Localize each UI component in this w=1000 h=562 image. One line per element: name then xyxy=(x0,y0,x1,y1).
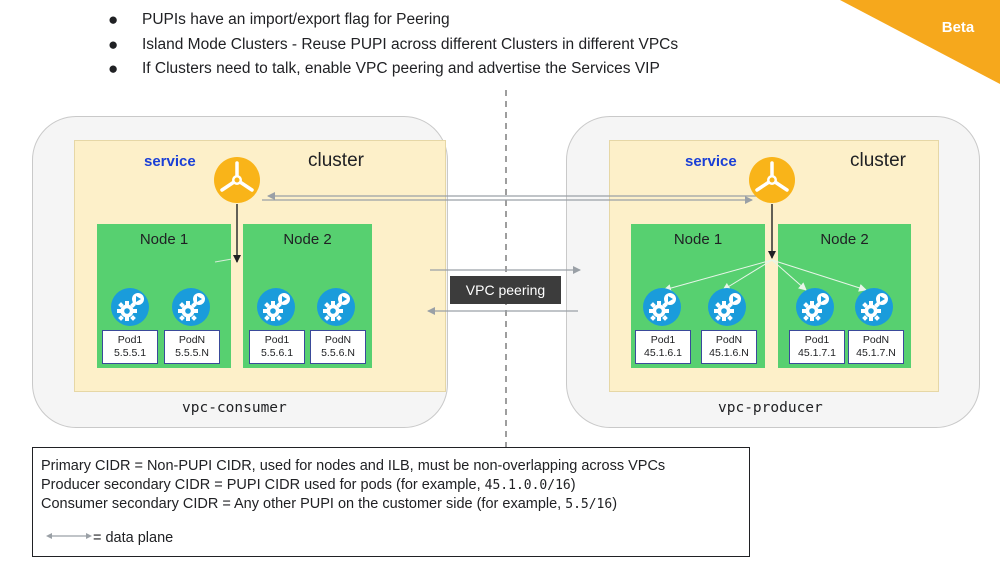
pod-ip: 45.1.6.N xyxy=(709,347,749,359)
pod-box: Pod1 45.1.7.1 xyxy=(789,330,845,364)
pod-name: PodN xyxy=(862,334,890,346)
pod-ip: 5.5.6.1 xyxy=(260,347,294,359)
legend-text: Producer secondary CIDR = PUPI CIDR used… xyxy=(41,477,485,493)
pod-ip: 5.5.6.N xyxy=(321,347,355,359)
pod-box: Pod1 5.5.5.1 xyxy=(102,330,158,364)
data-plane-arrow-icon xyxy=(46,533,92,539)
pod-icon xyxy=(172,288,210,326)
pod-name: Pod1 xyxy=(650,334,676,346)
producer-service-icon xyxy=(747,155,797,205)
vpc-consumer-label: vpc-consumer xyxy=(182,400,287,416)
pod-name: PodN xyxy=(715,334,743,346)
pod-box: PodN 5.5.5.N xyxy=(164,330,220,364)
pod-ip: 5.5.5.N xyxy=(175,347,209,359)
producer-cluster-label: cluster xyxy=(850,150,906,171)
pod-box: Pod1 5.5.6.1 xyxy=(249,330,305,364)
pod-icon xyxy=(855,288,893,326)
pod-ip: 5.5.5.1 xyxy=(113,347,147,359)
producer-service-label: service xyxy=(685,153,737,170)
bullet-dot: ● xyxy=(108,59,119,78)
consumer-internal-line xyxy=(214,258,233,263)
pod-name: Pod1 xyxy=(264,334,290,346)
pod-name: PodN xyxy=(324,334,352,346)
pod-name: PodN xyxy=(178,334,206,346)
fan-line xyxy=(722,259,773,291)
pod-icon xyxy=(643,288,681,326)
legend-text: ) xyxy=(612,496,618,512)
beta-ribbon: Beta xyxy=(840,0,1000,84)
pod-icon xyxy=(317,288,355,326)
node-label: Node 2 xyxy=(820,231,869,248)
pod-icon xyxy=(111,288,149,326)
bullet-text: PUPIs have an import/export flag for Pee… xyxy=(142,11,450,28)
pod-icon xyxy=(796,288,834,326)
fan-line xyxy=(771,259,867,292)
pod-box: PodN 45.1.6.N xyxy=(701,330,757,364)
legend-code: 45.1.0.0/16 xyxy=(484,478,571,493)
legend-box: Primary CIDR = Non-PUPI CIDR, used for n… xyxy=(32,447,750,557)
node-label: Node 2 xyxy=(283,231,332,248)
vpc-peering-label: VPC peering xyxy=(450,276,561,304)
fan-line xyxy=(771,259,807,291)
vpc-producer-label: vpc-producer xyxy=(718,400,823,416)
fan-line xyxy=(663,259,773,292)
pod-box: PodN 5.5.6.N xyxy=(310,330,366,364)
pod-box: Pod1 45.1.6.1 xyxy=(635,330,691,364)
bullet-text: Island Mode Clusters - Reuse PUPI across… xyxy=(142,36,679,53)
legend-producer-cidr: Producer secondary CIDR = PUPI CIDR used… xyxy=(41,477,576,493)
pod-icon xyxy=(708,288,746,326)
legend-primary-cidr: Primary CIDR = Non-PUPI CIDR, used for n… xyxy=(41,458,666,474)
pod-box: PodN 45.1.7.N xyxy=(848,330,904,364)
bullet-text: If Clusters need to talk, enable VPC pee… xyxy=(142,60,660,77)
consumer-service-label: service xyxy=(144,153,196,170)
legend-text: Consumer secondary CIDR = Any other PUPI… xyxy=(41,496,566,512)
legend-text: ) xyxy=(570,477,576,493)
consumer-cluster-label: cluster xyxy=(308,150,364,171)
node-label: Node 1 xyxy=(673,231,723,248)
pod-ip: 45.1.7.N xyxy=(856,347,896,359)
pod-ip: 45.1.7.1 xyxy=(798,347,836,359)
legend-consumer-cidr: Consumer secondary CIDR = Any other PUPI… xyxy=(41,496,617,512)
legend-data-plane: = data plane xyxy=(93,530,174,546)
pod-ip: 45.1.6.1 xyxy=(644,347,682,359)
pod-icon xyxy=(257,288,295,326)
pod-name: Pod1 xyxy=(804,334,830,346)
bullet-dot: ● xyxy=(108,10,119,29)
node-label: Node 1 xyxy=(139,231,189,248)
consumer-service-icon xyxy=(212,155,262,205)
bullet-dot: ● xyxy=(108,35,119,54)
legend-code: 5.5/16 xyxy=(565,497,613,512)
pod-name: Pod1 xyxy=(117,334,143,346)
beta-label: Beta xyxy=(942,19,975,36)
